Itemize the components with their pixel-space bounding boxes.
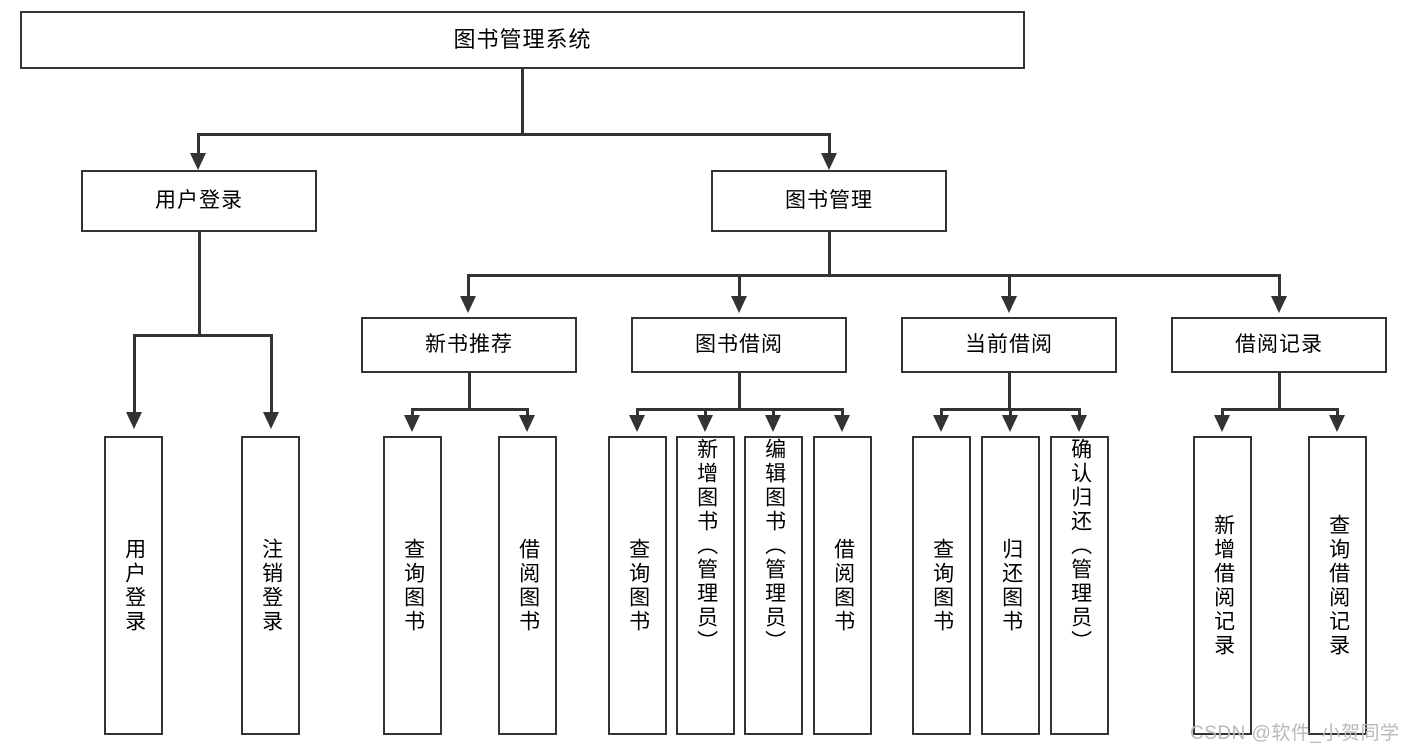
connector-root-to-user-login (197, 133, 200, 156)
arrow-root-to-user-login (190, 153, 206, 170)
node-label: 新书推荐 (425, 333, 513, 357)
leaf-book-borrow-query-book[interactable]: 查询图书 (608, 436, 667, 735)
connector-root-to-book-management (828, 133, 831, 156)
node-root-book-management-system[interactable]: 图书管理系统 (20, 11, 1025, 69)
connector-cb-to-leaf-3 (1078, 408, 1081, 417)
connector-new-book-recommend-bar (411, 408, 528, 411)
node-label: 确认归还（管理员） (1068, 438, 1092, 654)
connector-root-stem (521, 69, 524, 134)
arrow-bb-to-leaf-2 (697, 415, 713, 432)
leaf-current-borrow-confirm-return-admin[interactable]: 确认归还（管理员） (1050, 436, 1109, 735)
leaf-new-book-borrow-book[interactable]: 借阅图书 (498, 436, 557, 735)
connector-root-bar (197, 133, 831, 136)
node-label: 借阅图书 (516, 537, 540, 634)
node-label: 查询图书 (930, 537, 954, 634)
connector-user-login-bar (133, 334, 272, 337)
connector-user-login-stem (198, 232, 201, 336)
connector-borrow-records-stem (1278, 373, 1281, 410)
connector-user-login-to-leaf-2 (270, 334, 273, 414)
connector-borrow-records-bar (1221, 408, 1338, 411)
connector-user-login-to-leaf-1 (133, 334, 136, 414)
arrow-nbr-to-leaf-2 (519, 415, 535, 432)
node-label: 用户登录 (122, 537, 146, 634)
node-borrow-records[interactable]: 借阅记录 (1171, 317, 1387, 373)
connector-nbr-to-leaf-1 (411, 408, 414, 417)
arrow-to-new-book-recommend (460, 296, 476, 313)
arrow-nbr-to-leaf-1 (404, 415, 420, 432)
node-label: 借阅记录 (1235, 333, 1323, 357)
arrow-to-current-borrow (1001, 296, 1017, 313)
node-user-login[interactable]: 用户登录 (81, 170, 317, 232)
connector-new-book-recommend-stem (468, 373, 471, 410)
connector-to-new-book-recommend (467, 274, 470, 298)
leaf-user-login-login[interactable]: 用户登录 (104, 436, 163, 735)
node-label: 图书管理系统 (453, 26, 592, 52)
node-label: 新增图书（管理员） (694, 438, 718, 654)
node-book-borrow[interactable]: 图书借阅 (631, 317, 847, 373)
arrow-user-login-to-leaf-1 (126, 412, 142, 429)
connector-current-borrow-stem (1008, 373, 1011, 410)
connector-bb-to-leaf-3 (772, 408, 775, 417)
connector-cb-to-leaf-2 (1009, 408, 1012, 417)
leaf-book-borrow-add-book-admin[interactable]: 新增图书（管理员） (676, 436, 735, 735)
connector-level2-bar (467, 274, 1279, 277)
connector-to-current-borrow (1008, 274, 1011, 298)
leaf-borrow-records-add-record[interactable]: 新增借阅记录 (1193, 436, 1252, 735)
connector-to-book-borrow (738, 274, 741, 298)
arrow-root-to-book-management (821, 153, 837, 170)
node-label: 查询图书 (626, 537, 650, 634)
arrow-cb-to-leaf-3 (1071, 415, 1087, 432)
arrow-bb-to-leaf-4 (834, 415, 850, 432)
leaf-book-borrow-borrow-book[interactable]: 借阅图书 (813, 436, 872, 735)
node-label: 编辑图书（管理员） (762, 438, 786, 654)
node-book-management[interactable]: 图书管理 (711, 170, 947, 232)
node-label: 图书借阅 (695, 333, 783, 357)
node-new-book-recommend[interactable]: 新书推荐 (361, 317, 577, 373)
arrow-bb-to-leaf-3 (765, 415, 781, 432)
arrow-br-to-leaf-2 (1329, 415, 1345, 432)
node-label: 查询图书 (401, 537, 425, 634)
connector-book-borrow-stem (738, 373, 741, 410)
arrow-bb-to-leaf-1 (629, 415, 645, 432)
connector-br-to-leaf-2 (1336, 408, 1339, 417)
connector-br-to-leaf-1 (1221, 408, 1224, 417)
arrow-cb-to-leaf-2 (1002, 415, 1018, 432)
connector-bb-to-leaf-2 (704, 408, 707, 417)
connector-cb-to-leaf-1 (940, 408, 943, 417)
arrow-cb-to-leaf-1 (933, 415, 949, 432)
leaf-book-borrow-edit-book-admin[interactable]: 编辑图书（管理员） (744, 436, 803, 735)
leaf-current-borrow-query-book[interactable]: 查询图书 (912, 436, 971, 735)
arrow-to-borrow-records (1271, 296, 1287, 313)
connector-bb-to-leaf-1 (636, 408, 639, 417)
node-label: 新增借阅记录 (1211, 513, 1235, 658)
node-current-borrow[interactable]: 当前借阅 (901, 317, 1117, 373)
connector-book-borrow-bar (636, 408, 843, 411)
arrow-to-book-borrow (731, 296, 747, 313)
arrow-br-to-leaf-1 (1214, 415, 1230, 432)
node-label: 查询借阅记录 (1326, 513, 1350, 658)
connector-bb-to-leaf-4 (841, 408, 844, 417)
leaf-user-login-logout[interactable]: 注销登录 (241, 436, 300, 735)
node-label: 当前借阅 (965, 333, 1053, 357)
connector-book-management-stem (828, 232, 831, 276)
node-label: 归还图书 (999, 537, 1023, 634)
leaf-borrow-records-query-record[interactable]: 查询借阅记录 (1308, 436, 1367, 735)
node-label: 图书管理 (785, 189, 873, 213)
node-label: 借阅图书 (831, 537, 855, 634)
leaf-current-borrow-return-book[interactable]: 归还图书 (981, 436, 1040, 735)
arrow-user-login-to-leaf-2 (263, 412, 279, 429)
node-label: 用户登录 (155, 189, 243, 213)
node-label: 注销登录 (259, 537, 283, 634)
leaf-new-book-query-book[interactable]: 查询图书 (383, 436, 442, 735)
connector-nbr-to-leaf-2 (526, 408, 529, 417)
connector-to-borrow-records (1278, 274, 1281, 298)
